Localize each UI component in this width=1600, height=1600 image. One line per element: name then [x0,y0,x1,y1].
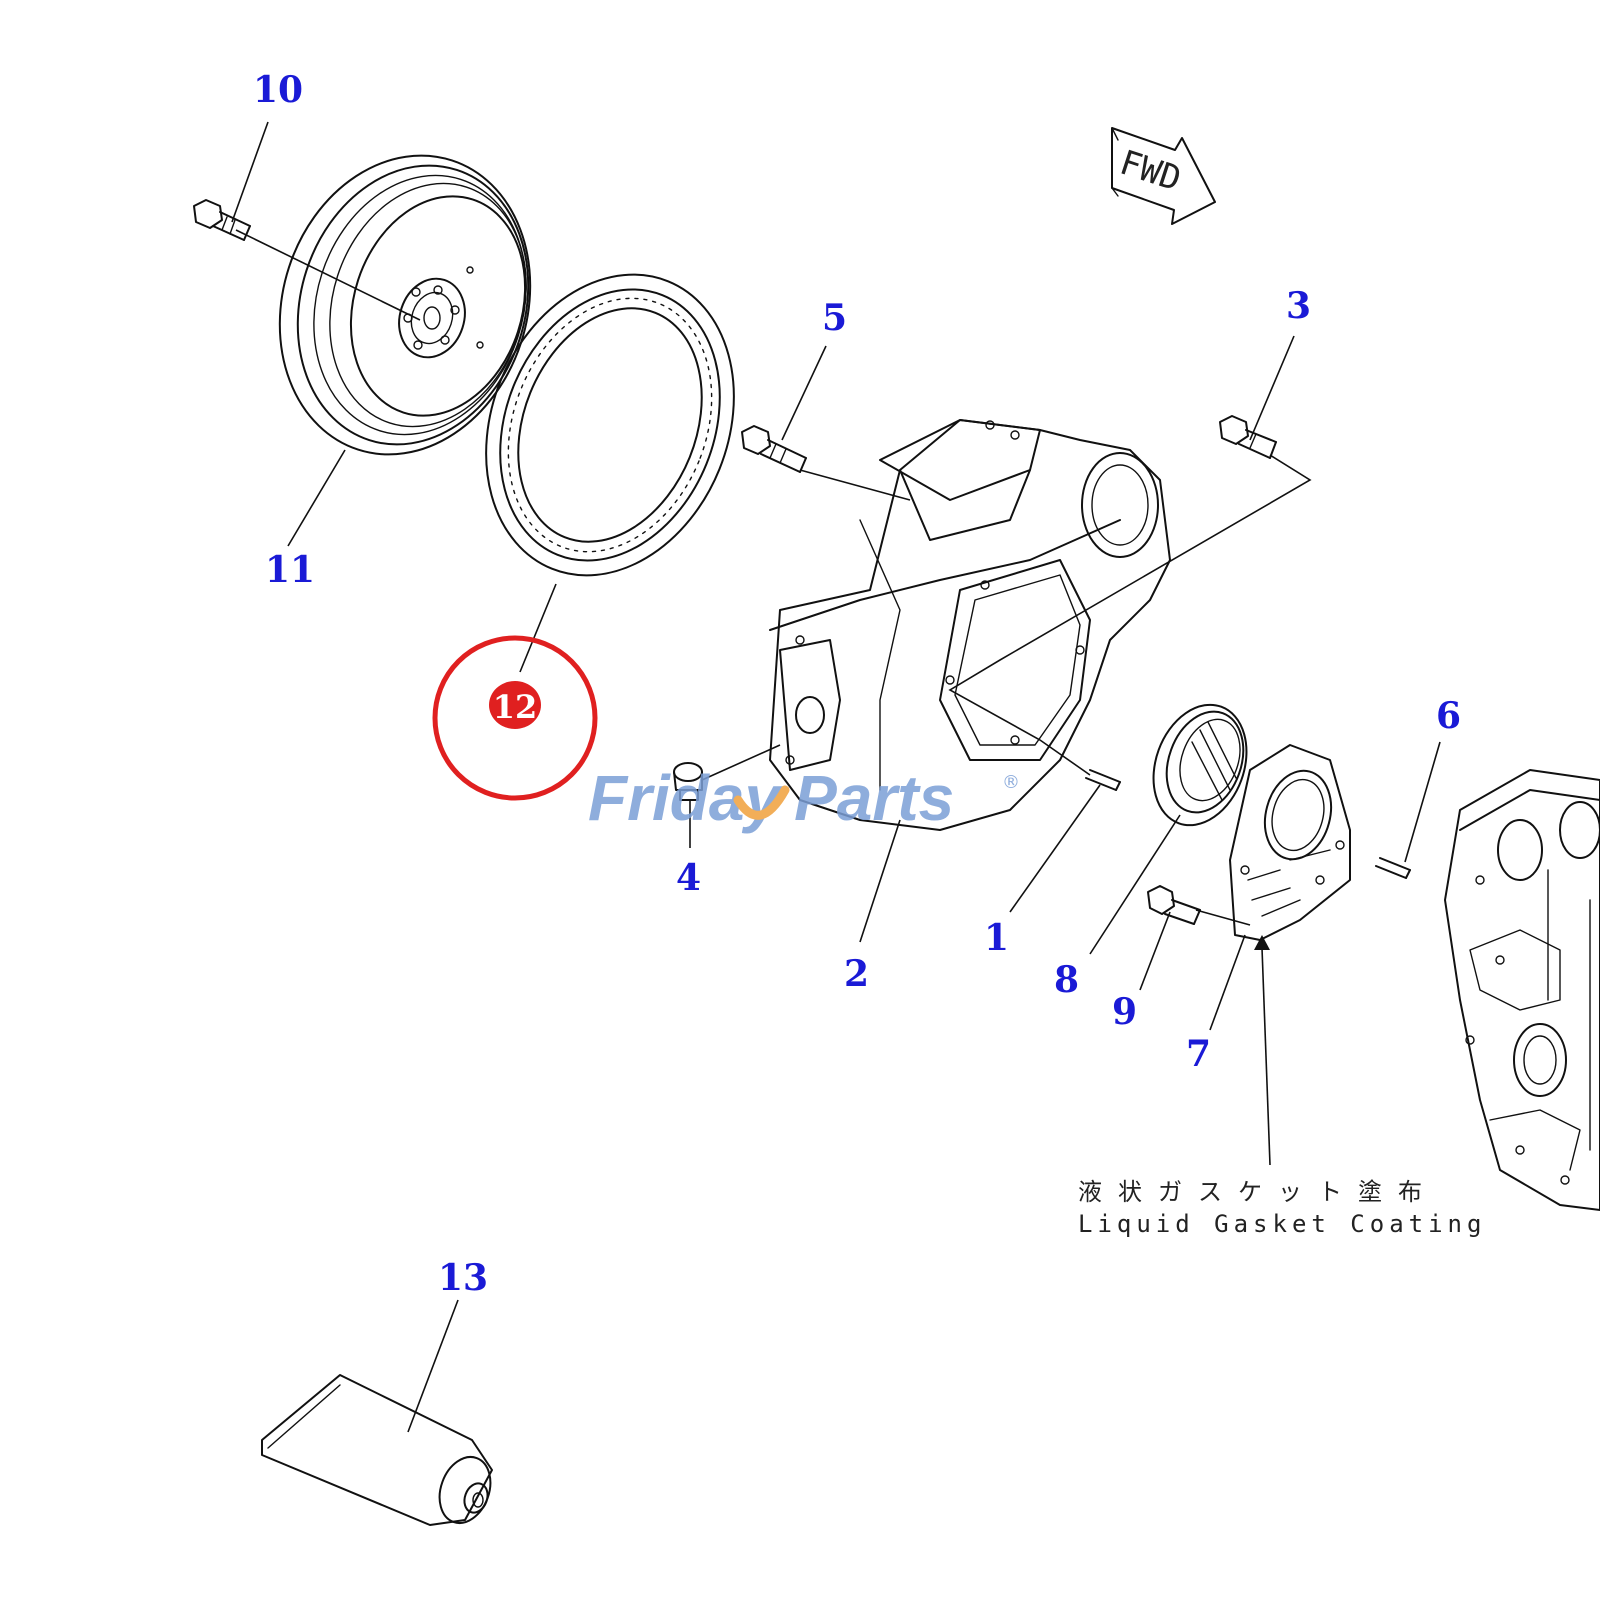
leader-lines [231,121,1441,1433]
watermark-text-a: Friday [588,762,783,834]
back-plate-part-7 [1229,744,1351,941]
engine-block [1444,769,1600,1211]
watermark-symbol: ® [1002,772,1020,793]
gasket-note-jp: 液状ガスケット塗布 [1078,1178,1438,1206]
sealant-tube-part-13 [261,1374,493,1526]
ring-gear-part-12 [485,273,735,577]
callout-7: 7 [1186,1033,1211,1075]
gasket-note: 液状ガスケット塗布 Liquid Gasket Coating [1078,1178,1486,1238]
callout-4: 4 [676,857,701,899]
callout-2: 2 [844,953,869,995]
bolt-part-3 [1219,415,1277,459]
bolt-part-5 [741,425,807,473]
dowel-pin-part-1 [1085,769,1121,791]
callout-3: 3 [1286,285,1311,327]
callout-13: 13 [438,1257,488,1299]
callout-8: 8 [1054,959,1079,1001]
callout-10: 10 [253,69,303,111]
callouts: 10 11 5 3 6 4 2 1 8 9 7 13 [253,69,1461,1299]
callout-6: 6 [1436,695,1461,737]
callout-1: 1 [984,917,1009,959]
callout-12: 12 [493,688,538,726]
dowel-pin-part-6 [1375,857,1411,879]
callout-9: 9 [1112,991,1137,1033]
highlight-part-12: 12 [432,635,598,801]
callout-5: 5 [822,297,847,339]
gasket-note-en: Liquid Gasket Coating [1078,1210,1486,1238]
bolt-part-9 [1147,885,1201,925]
forward-direction-arrow: FWD [1111,127,1216,225]
oil-seal-part-8 [1152,703,1248,827]
plug-part-4 [673,762,703,801]
flywheel-part-11 [278,154,532,456]
bolt-part-10 [193,199,251,241]
watermark-swoosh [733,785,790,820]
watermark-text-b: Parts [794,762,954,834]
fwd-label: FWD [1115,143,1186,200]
flywheel-housing-part-2 [769,419,1171,831]
callout-11: 11 [265,549,315,591]
